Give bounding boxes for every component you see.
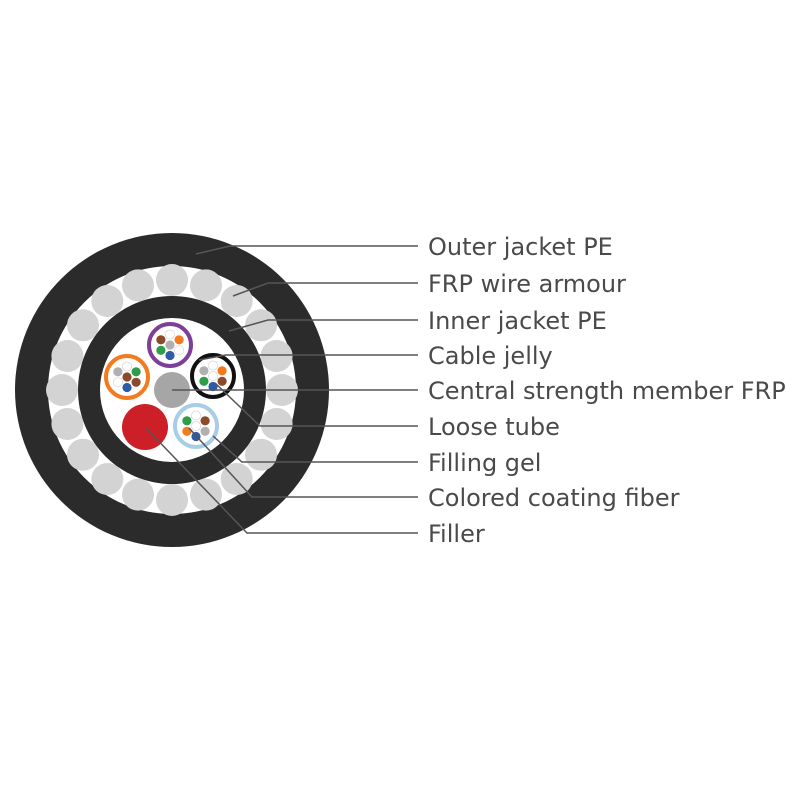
colored-coating-fiber: [174, 335, 184, 345]
leader-line-outer-jacket: [195, 245, 418, 255]
colored-coating-fiber: [200, 426, 210, 436]
label-cable-jelly: Cable jelly: [428, 342, 553, 370]
colored-coating-fiber: [199, 366, 209, 376]
armour-wire: [91, 463, 124, 495]
colored-coating-fiber: [131, 377, 141, 387]
part-labels: Outer jacket PE FRP wire armour Inner ja…: [428, 233, 786, 548]
armour-wire: [245, 438, 277, 471]
colored-coating-fiber: [182, 426, 192, 436]
leader-line-cable-jelly: [198, 354, 418, 361]
colored-coating-fiber: [122, 361, 132, 372]
leader-line-filler: [144, 426, 418, 534]
frp-wire-armour: [46, 264, 298, 516]
armour-wire: [245, 309, 277, 342]
colored-coating-fiber: [200, 416, 210, 426]
armour-wire: [122, 478, 154, 511]
colored-coating-fiber: [174, 345, 184, 356]
colored-coating-fiber: [131, 367, 141, 377]
armour-wire: [67, 438, 99, 471]
label-frp-wire-armour: FRP wire armour: [428, 270, 626, 298]
loose-tube: [147, 322, 193, 368]
armour-wire: [91, 285, 124, 317]
loose-tube: [190, 353, 236, 399]
cable-cross-section: [15, 233, 329, 547]
armour-wire: [220, 285, 253, 317]
armour-wire: [260, 408, 293, 440]
colored-coating-fiber: [191, 421, 201, 431]
label-outer-jacket-pe: Outer jacket PE: [428, 233, 613, 261]
leader-line-inner-jacket: [228, 319, 418, 332]
armour-wire: [51, 340, 84, 372]
armour-wire: [190, 478, 222, 511]
label-filling-gel: Filling gel: [428, 449, 541, 477]
armour-wire: [46, 374, 78, 406]
armour-wire: [51, 408, 84, 440]
leader-line-filling-gel: [212, 435, 418, 463]
colored-coating-fiber: [208, 371, 218, 381]
colored-coating-fiber: [182, 416, 192, 426]
label-central-strength-member-frp: Central strength member FRP: [428, 377, 786, 405]
colored-coating-fiber: [122, 382, 132, 393]
loose-tube: [173, 403, 219, 449]
colored-coating-fiber: [156, 345, 166, 355]
colored-coating-fiber: [122, 372, 132, 382]
leader-line-colored-coating-fiber: [188, 427, 418, 498]
label-inner-jacket-pe: Inner jacket PE: [428, 307, 607, 335]
colored-coating-fiber: [191, 410, 201, 421]
label-loose-tube: Loose tube: [428, 413, 560, 441]
colored-coating-fiber: [165, 340, 175, 350]
colored-coating-fiber: [165, 329, 175, 340]
colored-coating-fiber: [217, 366, 227, 376]
colored-coating-fiber: [208, 360, 218, 371]
label-filler: Filler: [428, 520, 485, 548]
leader-line-loose-tube: [214, 382, 418, 427]
colored-coating-fiber: [156, 335, 166, 345]
leader-lines: [144, 245, 418, 534]
armour-wire: [260, 340, 293, 372]
loose-tube: [104, 354, 150, 400]
armour-wire: [122, 269, 154, 302]
colored-coating-fiber: [113, 377, 123, 388]
armour-wire: [190, 269, 222, 302]
colored-coating-fiber: [217, 376, 227, 386]
leader-line-frp-wire-armour: [232, 282, 418, 297]
armour-wire: [67, 309, 99, 342]
label-colored-coating-fiber: Colored coating fiber: [428, 484, 680, 512]
colored-coating-fiber: [113, 367, 123, 377]
armour-wire: [156, 484, 188, 516]
colored-coating-fiber: [165, 350, 175, 361]
armour-wire: [156, 264, 188, 296]
colored-coating-fiber: [199, 376, 209, 386]
